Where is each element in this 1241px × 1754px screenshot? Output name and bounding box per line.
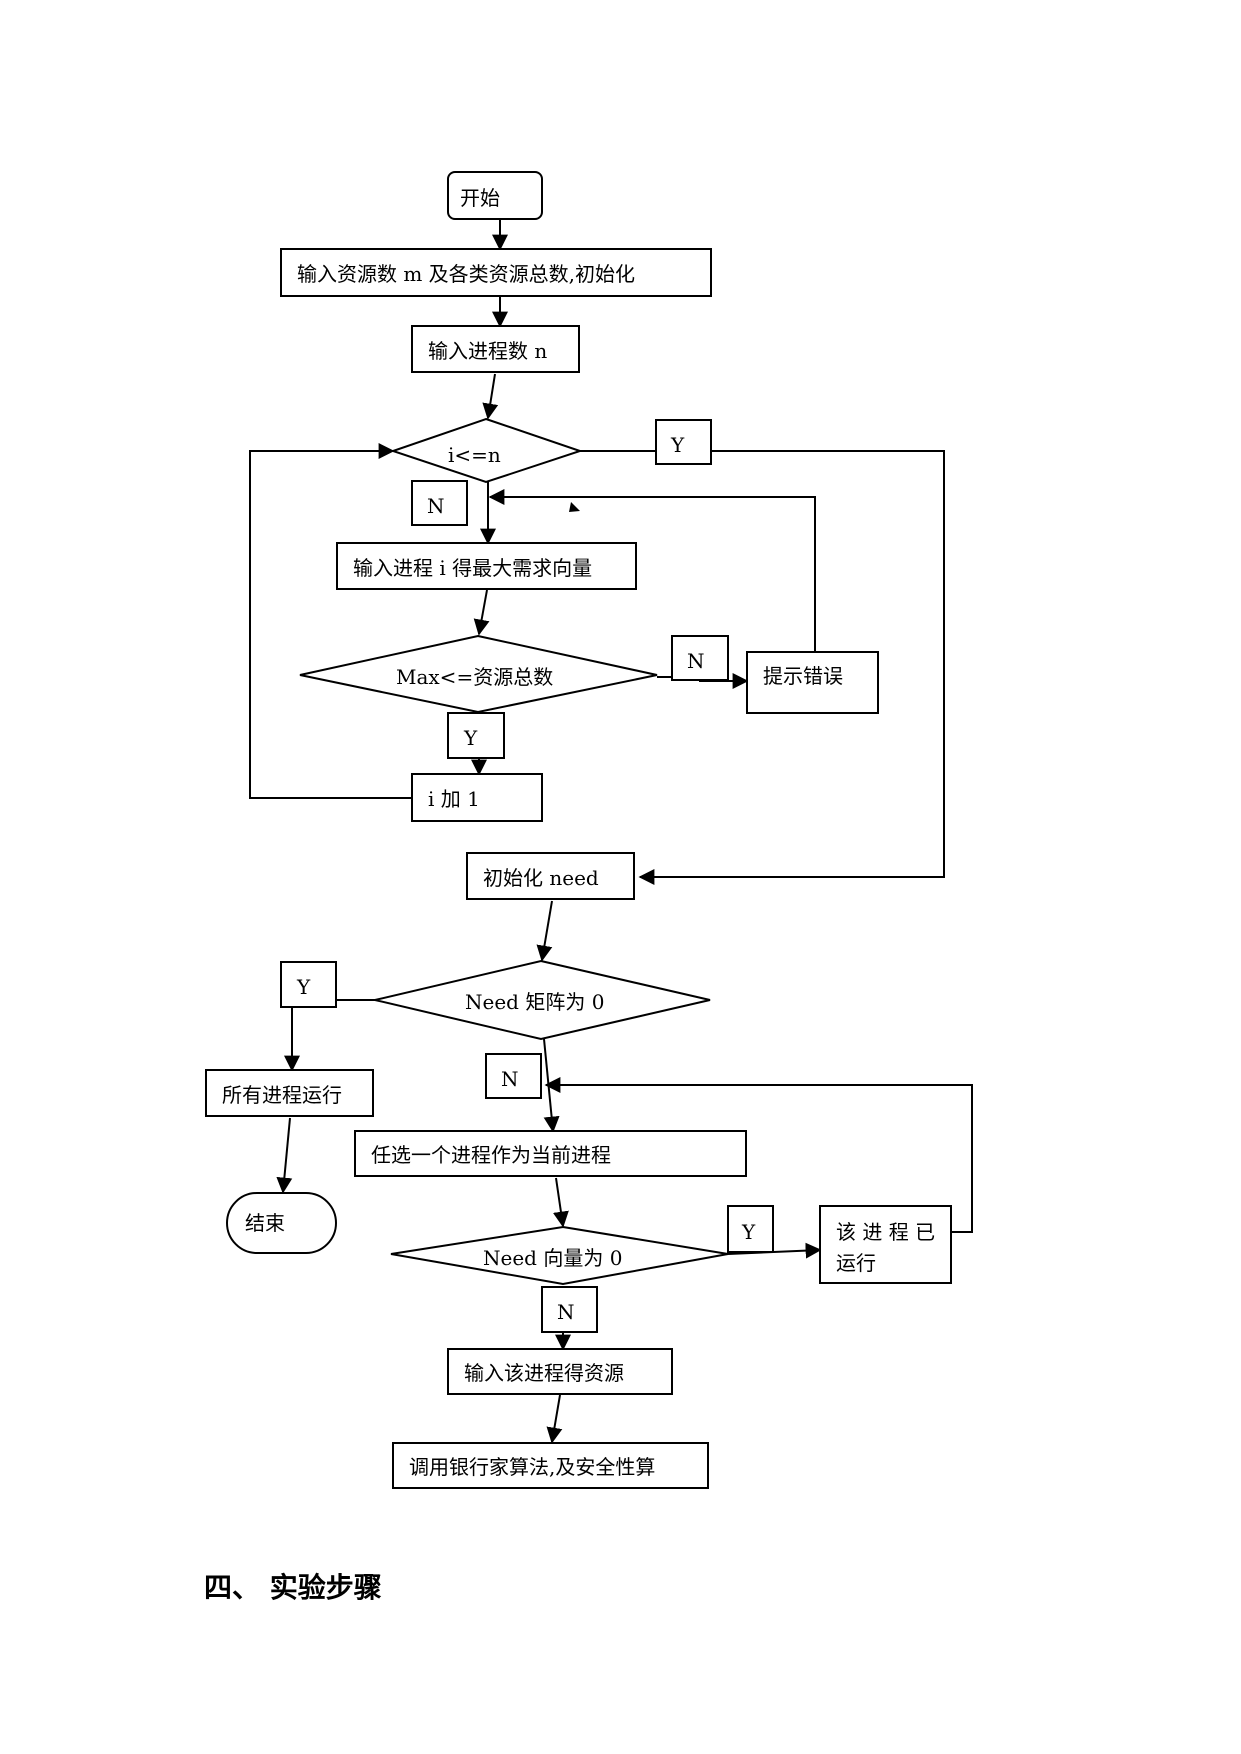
section-heading: 四、 实验步骤	[204, 1571, 382, 1604]
yes-label-box: Y	[447, 712, 505, 759]
input-max-box: 输入进程 i 得最大需求向量	[336, 542, 637, 590]
no-label-box: N	[485, 1053, 542, 1099]
start-label: 开始	[460, 186, 500, 210]
input-processes-label: 输入进程数 n	[428, 339, 547, 363]
decision-need-matrix-label: Need 矩阵为 0	[465, 990, 604, 1014]
init-need-box: 初始化 need	[466, 852, 635, 900]
start-node: 开始	[447, 171, 543, 220]
no-label-box: N	[671, 635, 729, 681]
decision-need-vector-label: Need 向量为 0	[483, 1246, 622, 1270]
decision-i-le-n-label: i<=n	[448, 443, 501, 467]
no-label: N	[557, 1300, 575, 1324]
yes-label: Y	[463, 726, 478, 750]
yes-label: Y	[670, 433, 685, 457]
input-resources-label: 输入资源数 m 及各类资源总数,初始化	[297, 262, 635, 286]
yes-label: Y	[296, 975, 311, 999]
decision-i-le-n: i<=n	[389, 417, 584, 484]
end-label: 结束	[245, 1211, 285, 1235]
init-need-label: 初始化 need	[483, 866, 599, 890]
no-label: N	[687, 649, 705, 673]
no-label-box: N	[541, 1286, 598, 1333]
decision-max: Max<=资源总数	[299, 634, 658, 714]
yes-label-box: Y	[655, 419, 712, 465]
all-run-box: 所有进程运行	[205, 1069, 374, 1117]
yes-label: Y	[741, 1220, 756, 1244]
decision-need-vector: Need 向量为 0	[390, 1225, 729, 1286]
increment-box: i 加 1	[411, 773, 543, 822]
no-label: N	[501, 1067, 519, 1091]
input-resources-box: 输入资源数 m 及各类资源总数,初始化	[280, 248, 712, 297]
call-banker-label: 调用银行家算法,及安全性算	[409, 1455, 655, 1479]
yes-label-box: Y	[280, 961, 337, 1008]
process-ran-label-line2: 运行	[836, 1251, 876, 1275]
choose-process-box: 任选一个进程作为当前进程	[354, 1130, 747, 1177]
decision-need-matrix: Need 矩阵为 0	[374, 959, 711, 1041]
input-processes-box: 输入进程数 n	[411, 325, 580, 373]
yes-label-box: Y	[727, 1205, 774, 1253]
all-run-label: 所有进程运行	[222, 1083, 342, 1107]
choose-process-label: 任选一个进程作为当前进程	[371, 1143, 611, 1167]
increment-label: i 加 1	[428, 787, 480, 811]
input-process-resources-label: 输入该进程得资源	[464, 1361, 624, 1385]
no-label: N	[427, 494, 445, 518]
decision-max-label: Max<=资源总数	[396, 665, 553, 689]
call-banker-box: 调用银行家算法,及安全性算	[392, 1442, 709, 1489]
input-max-label: 输入进程 i 得最大需求向量	[353, 556, 592, 580]
end-node: 结束	[226, 1192, 337, 1254]
no-label-box: N	[411, 480, 468, 526]
input-process-resources-box: 输入该进程得资源	[447, 1348, 673, 1395]
error-label: 提示错误	[763, 664, 843, 688]
process-ran-box: 该 进 程 已 运行	[819, 1205, 952, 1284]
process-ran-label-line1: 该 进 程 已	[836, 1220, 935, 1244]
error-box: 提示错误	[746, 651, 879, 714]
